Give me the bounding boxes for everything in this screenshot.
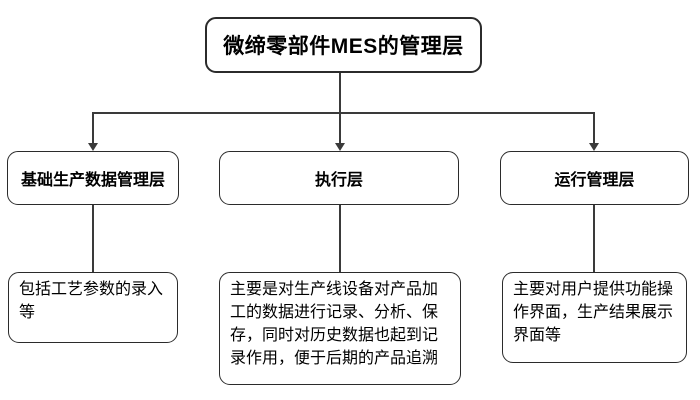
- title-label: 微缔零部件MES的管理层: [223, 35, 464, 58]
- header-label: 执行层: [314, 172, 363, 189]
- column-connector-line: [339, 205, 341, 272]
- branch-left-line: [92, 112, 94, 146]
- header-label: 基础生产数据管理层: [20, 172, 165, 189]
- arrow-down-icon: [335, 143, 345, 151]
- detail-box-basic-data: 包括工艺参数的录入等: [8, 272, 178, 343]
- arrow-down-icon: [589, 143, 599, 151]
- column-connector-line: [593, 205, 595, 272]
- title-box: 微缔零部件MES的管理层: [205, 17, 482, 73]
- header-box-operation: 运行管理层: [500, 151, 689, 205]
- detail-text: 包括工艺参数的录入等: [19, 281, 164, 321]
- detail-text: 主要是对生产线设备对产品加工的数据进行记录、分析、保存，同时对历史数据也起到记录…: [230, 281, 439, 367]
- detail-box-execution: 主要是对生产线设备对产品加工的数据进行记录、分析、保存，同时对历史数据也起到记录…: [219, 272, 461, 385]
- detail-box-operation: 主要对用户提供功能操作界面，生产结果展示界面等: [502, 272, 687, 363]
- arrow-down-icon: [88, 143, 98, 151]
- header-box-execution: 执行层: [219, 151, 459, 205]
- branch-horizontal-line: [92, 112, 595, 114]
- header-label: 运行管理层: [554, 172, 635, 189]
- detail-text: 主要对用户提供功能操作界面，生产结果展示界面等: [513, 281, 674, 344]
- branch-right-line: [593, 112, 595, 146]
- trunk-line: [339, 73, 341, 146]
- column-connector-line: [92, 205, 94, 272]
- header-box-basic-data: 基础生产数据管理层: [7, 151, 179, 205]
